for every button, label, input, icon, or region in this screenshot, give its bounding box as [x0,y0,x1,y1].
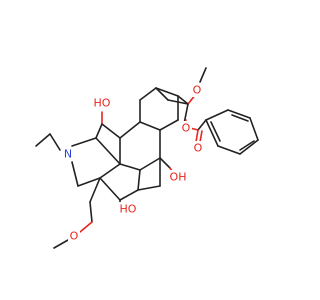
hydroxyl-label-top: HO [94,97,111,110]
methoxymethyl-oxygen-label: O [70,230,79,243]
methoxy-oxygen-label: O [193,84,202,97]
atom-labels: HO N O O O OH HO O [62,83,204,243]
chemical-structure-drawing: HO N O O O OH HO O [35,67,259,249]
hydroxyl-label-bottom: HO [120,203,137,216]
carbonyl-oxygen-label: O [194,142,203,155]
nitrogen-label: N [64,148,72,161]
hydroxyl-label-right: OH [170,171,187,184]
bond-lines [35,67,259,249]
ester-oxygen-label: O [182,122,191,135]
